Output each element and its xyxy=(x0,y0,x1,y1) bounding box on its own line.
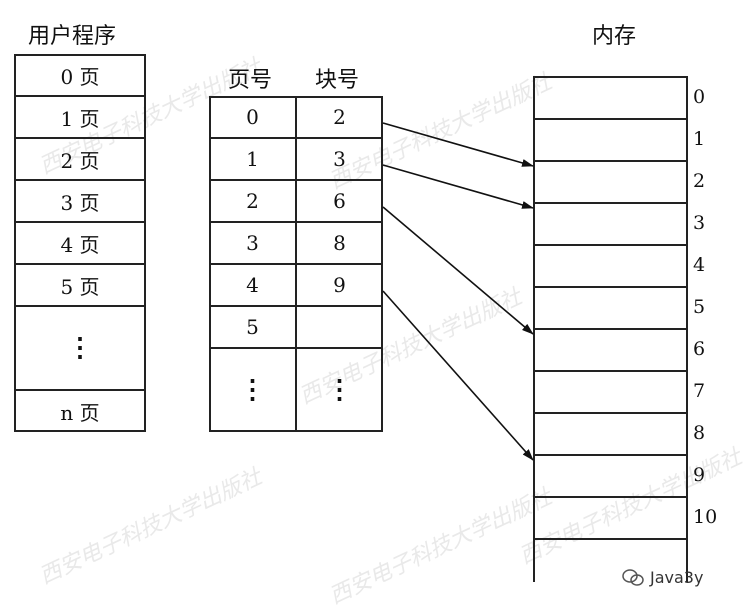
badge-label: Java3y xyxy=(650,568,704,587)
user-program-frame xyxy=(14,54,146,432)
memory-right-border xyxy=(686,76,688,582)
memory-block-divider xyxy=(533,244,686,246)
memory-block-divider xyxy=(533,286,686,288)
page-number-cell: 2 xyxy=(246,189,259,213)
memory-block-label: 7 xyxy=(693,380,706,402)
row-divider xyxy=(14,137,146,139)
memory-block-label: 5 xyxy=(693,296,706,318)
memory-block-label: 9 xyxy=(693,464,706,486)
memory-block-label: 8 xyxy=(693,422,706,444)
memory-block-label: 0 xyxy=(693,86,706,108)
memory-block-label: 6 xyxy=(693,338,706,360)
user-program-header: 用户程序 xyxy=(28,24,117,49)
row-divider xyxy=(209,305,383,307)
row-divider xyxy=(209,263,383,265)
memory-block-label: 1 xyxy=(693,128,706,150)
memory-header: 内存 xyxy=(592,24,637,49)
memory-block-divider xyxy=(533,496,686,498)
user-program-page-5: 5 页 xyxy=(60,274,100,299)
memory-block-label: 4 xyxy=(693,254,706,276)
memory-block-label: 10 xyxy=(693,506,718,528)
memory-top-border xyxy=(533,76,686,78)
user-program-page-0: 0 页 xyxy=(60,64,100,89)
block-number-ellipsis: ⋮ xyxy=(326,375,353,405)
block-number-cell: 8 xyxy=(333,231,346,255)
block-number-cell: 2 xyxy=(333,105,346,129)
mapping-arrow-page-1-to-block-3 xyxy=(382,164,534,209)
page-number-ellipsis: ⋮ xyxy=(239,375,266,405)
memory-block-divider xyxy=(533,160,686,162)
mapping-arrow-page-2-to-block-6 xyxy=(382,206,534,335)
mapping-arrow-page-4-to-block-9 xyxy=(382,290,534,461)
page-number-cell: 1 xyxy=(246,147,259,171)
memory-block-divider xyxy=(533,202,686,204)
memory-block-divider xyxy=(533,118,686,120)
block-number-cell: 3 xyxy=(333,147,346,171)
row-divider xyxy=(14,305,146,307)
row-divider xyxy=(14,221,146,223)
mapping-arrow-page-0-to-block-2 xyxy=(382,122,534,167)
page-number-cell: 0 xyxy=(246,105,259,129)
row-divider xyxy=(14,389,146,391)
block-number-cell: 9 xyxy=(333,273,346,297)
memory-block-divider xyxy=(533,370,686,372)
row-divider xyxy=(14,95,146,97)
user-program-page-3: 3 页 xyxy=(60,190,100,215)
user-program-page-2: 2 页 xyxy=(60,148,100,173)
row-divider xyxy=(209,347,383,349)
row-divider xyxy=(209,179,383,181)
row-divider xyxy=(209,221,383,223)
memory-block-divider xyxy=(533,412,686,414)
memory-block-label: 3 xyxy=(693,212,706,234)
row-divider xyxy=(14,179,146,181)
source-badge: Java3y xyxy=(622,568,703,587)
memory-block-label: 2 xyxy=(693,170,706,192)
page-number-cell: 3 xyxy=(246,231,259,255)
user-program-page-7: n 页 xyxy=(60,400,100,425)
memory-block-divider xyxy=(533,328,686,330)
memory-block-divider xyxy=(533,538,686,540)
user-program-page-1: 1 页 xyxy=(60,106,100,131)
user-program-page-4: 4 页 xyxy=(60,232,100,257)
row-divider xyxy=(209,137,383,139)
row-divider xyxy=(14,263,146,265)
page-number-cell: 5 xyxy=(246,315,259,339)
page-number-cell: 4 xyxy=(246,273,259,297)
block-number-cell: 6 xyxy=(333,189,346,213)
user-program-ellipsis: ⋮ xyxy=(67,333,93,363)
memory-block-divider xyxy=(533,454,686,456)
block-number-header: 块号 xyxy=(315,68,360,93)
page-number-header: 页号 xyxy=(228,68,273,93)
wechat-icon xyxy=(622,568,644,586)
